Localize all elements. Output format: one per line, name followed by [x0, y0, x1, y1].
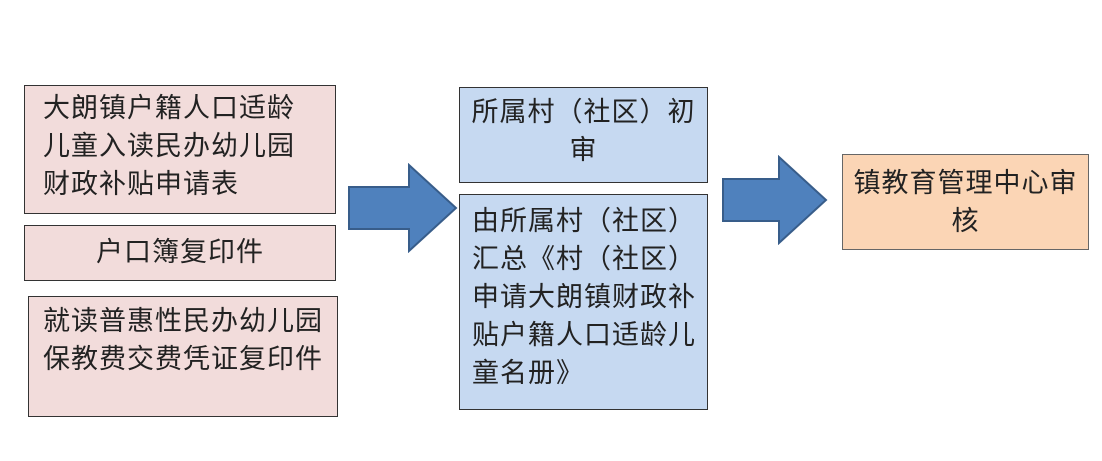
document-application-form: 大朗镇户籍人口适龄儿童入读民办幼儿园财政补贴申请表: [24, 85, 336, 214]
step-village-summary-label: 由所属村（社区）汇总《村（社区）申请大朗镇财政补贴户籍人口适龄儿童名册》: [472, 206, 696, 389]
step-village-initial-review: 所属村（社区）初审: [459, 87, 708, 183]
document-fee-receipt-copy-label: 就读普惠性民办幼儿园保教费交费凭证复印件: [43, 306, 323, 375]
right-arrow-icon: [722, 155, 828, 245]
document-fee-receipt-copy: 就读普惠性民办幼儿园保教费交费凭证复印件: [28, 296, 338, 417]
step-town-education-review: 镇教育管理中心审核: [842, 154, 1089, 250]
document-application-form-label: 大朗镇户籍人口适龄儿童入读民办幼儿园财政补贴申请表: [43, 93, 295, 200]
document-hukou-copy-label: 户口簿复印件: [96, 237, 264, 268]
step-village-summary: 由所属村（社区）汇总《村（社区）申请大朗镇财政补贴户籍人口适龄儿童名册》: [459, 194, 708, 410]
right-arrow-icon: [348, 163, 458, 253]
step-town-education-review-label: 镇教育管理中心审核: [853, 168, 1078, 237]
step-village-initial-review-label: 所属村（社区）初审: [471, 97, 696, 166]
document-hukou-copy: 户口簿复印件: [24, 225, 336, 281]
